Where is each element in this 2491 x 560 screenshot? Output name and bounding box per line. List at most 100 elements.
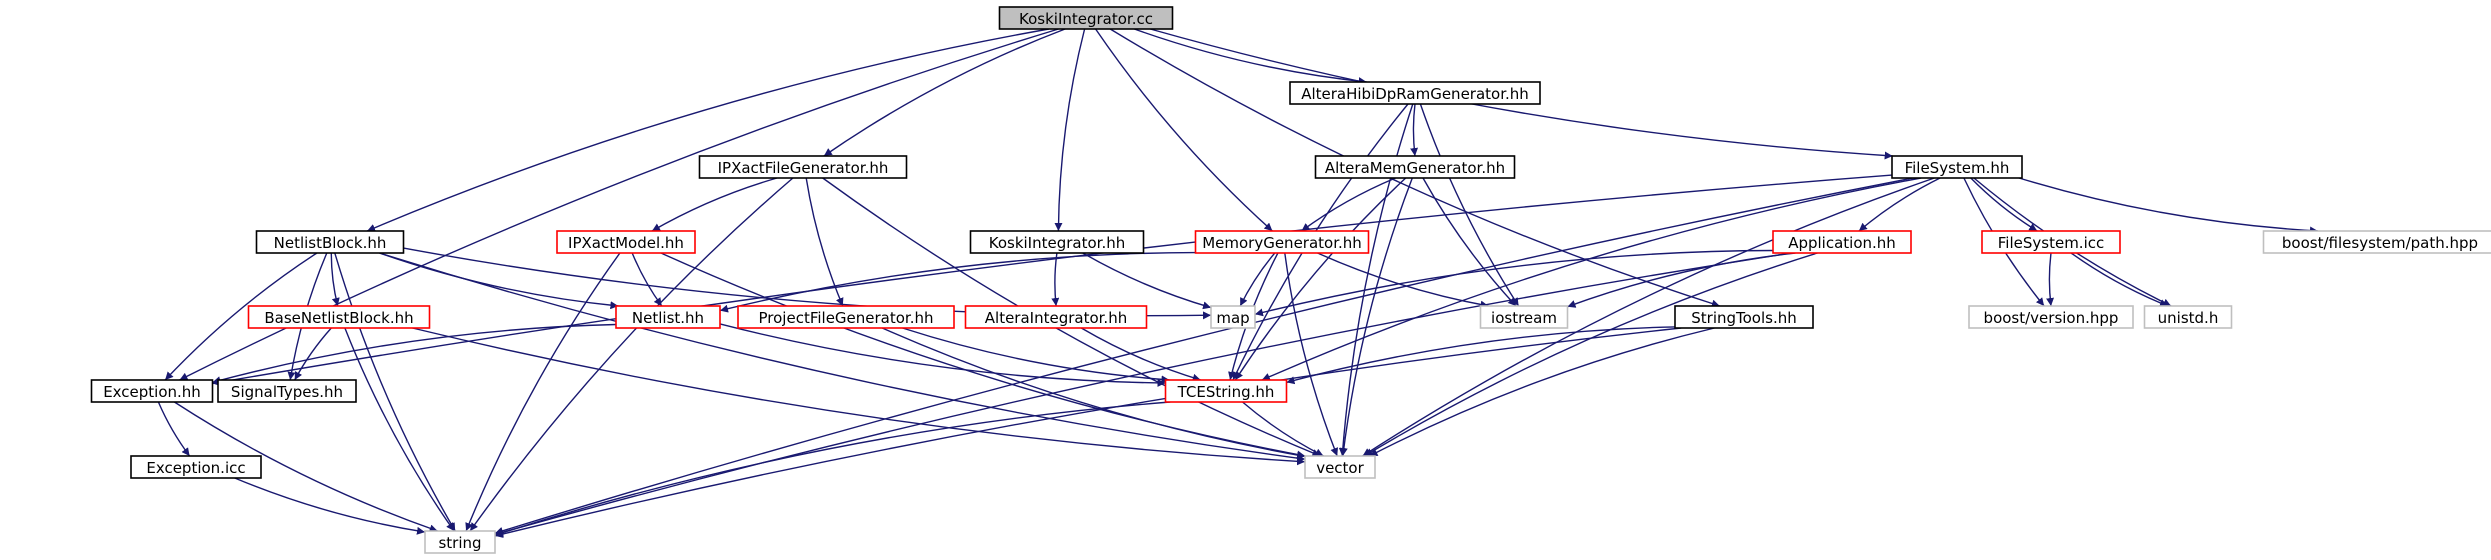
edge-altera_mem-to-vector: [1339, 177, 1413, 457]
node-box: [1479, 305, 1569, 329]
node-label: Exception.icc: [146, 459, 245, 477]
node-box: [2262, 230, 2491, 254]
edge-filesystem_hh-to-string: [494, 177, 1914, 535]
edge-filesystem_hh-to-tcestring: [1261, 177, 1922, 381]
edge-exception_icc-to-string: [234, 477, 426, 535]
node-boost-version[interactable]: boost/version.hpp: [1968, 305, 2134, 329]
edge-filesystem_hh-to-application: [1858, 177, 1941, 232]
node-label: unistd.h: [2158, 309, 2219, 327]
node-label: vector: [1316, 459, 1364, 477]
edge-tcestring-to-vector: [1242, 401, 1324, 457]
edge-koski_hh-to-map: [1082, 252, 1212, 310]
node-label: boost/filesystem/path.hpp: [2282, 234, 2478, 252]
node-box: [90, 379, 214, 403]
node-string[interactable]: string: [424, 530, 496, 554]
node-alteraint[interactable]: AlteraIntegrator.hh: [964, 305, 1148, 329]
node-label: AlteraMemGenerator.hh: [1325, 159, 1505, 177]
edge-application-to-string: [494, 252, 1792, 537]
node-exception-icc[interactable]: Exception.icc: [130, 455, 262, 479]
node-filesystem-icc[interactable]: FileSystem.icc: [1981, 230, 2121, 254]
edge-stringtools-to-vector: [1369, 327, 1715, 457]
node-label: Exception.hh: [103, 383, 201, 401]
node-koski-cc[interactable]: KoskiIntegrator.cc: [998, 6, 1174, 30]
edge-exception_hh-to-string: [174, 401, 438, 533]
edge-ipxact_file-to-string: [469, 177, 794, 532]
node-application[interactable]: Application.hh: [1772, 230, 1912, 254]
node-altera-hibi[interactable]: AlteraHibiDpRamGenerator.hh: [1289, 81, 1541, 105]
edge-filesystem_icc-to-boost_version: [2046, 252, 2055, 307]
node-box: [615, 305, 721, 329]
node-box: [1194, 230, 1370, 254]
node-label: Netlist.hh: [632, 309, 704, 327]
edge-koski_cc-to-ipxact_file: [823, 28, 1066, 157]
node-box: [2143, 305, 2233, 329]
node-altera-mem[interactable]: AlteraMemGenerator.hh: [1314, 155, 1516, 179]
node-basenetlist[interactable]: BaseNetlistBlock.hh: [247, 305, 431, 329]
node-label: KoskiIntegrator.cc: [1019, 10, 1153, 28]
edge-altera_hibi-to-vector: [1338, 103, 1414, 457]
node-exception-hh[interactable]: Exception.hh: [90, 379, 214, 403]
edge-netlist-to-exception_hh: [212, 323, 617, 385]
node-box: [255, 230, 405, 254]
edge-projectfile-to-tcestring: [902, 327, 1170, 384]
node-box: [969, 230, 1145, 254]
node-memgen[interactable]: MemoryGenerator.hh: [1194, 230, 1370, 254]
node-box: [424, 530, 496, 554]
node-stringtools[interactable]: StringTools.hh: [1674, 305, 1814, 329]
edge-ipxact_model-to-netlist: [631, 252, 663, 307]
edge-ipxact_model-to-string: [465, 252, 621, 532]
edge-stringtools-to-string: [494, 327, 1682, 538]
node-label: map: [1216, 309, 1249, 327]
node-box: [1891, 155, 2023, 179]
dependency-edges: [157, 28, 2319, 538]
edge-filesystem_icc-to-unistd: [2070, 252, 2169, 307]
edge-koski_hh-to-alteraint: [1051, 252, 1060, 307]
node-vector[interactable]: vector: [1304, 455, 1376, 479]
node-label: KoskiIntegrator.hh: [989, 234, 1126, 252]
node-koski-hh[interactable]: KoskiIntegrator.hh: [969, 230, 1145, 254]
edge-basenetlist-to-string: [344, 327, 455, 532]
edge-stringtools-to-tcestring: [1286, 326, 1676, 385]
node-tcestring[interactable]: TCEString.hh: [1164, 379, 1288, 403]
edge-ipxact_file-to-projectfile: [805, 177, 844, 307]
edge-netlistblock-to-netlist: [379, 252, 619, 310]
edge-koski_cc-to-memgen: [1095, 28, 1273, 232]
node-box: [1674, 305, 1814, 329]
node-map[interactable]: map: [1210, 305, 1256, 329]
edge-netlistblock-to-exception_hh: [164, 252, 318, 381]
node-ipxact-model[interactable]: IPXactModel.hh: [556, 230, 696, 254]
node-box: [130, 455, 262, 479]
node-box: [1304, 455, 1376, 479]
node-label: string: [438, 534, 481, 552]
node-box: [556, 230, 696, 254]
node-box: [217, 379, 357, 403]
node-signaltypes[interactable]: SignalTypes.hh: [217, 379, 357, 403]
node-box: [1210, 305, 1256, 329]
edge-basenetlist-to-signaltypes: [294, 327, 332, 381]
node-box: [698, 155, 908, 179]
edge-koski_cc-to-altera_hibi: [1134, 28, 1367, 86]
node-iostream[interactable]: iostream: [1479, 305, 1569, 329]
edge-application-to-map: [1254, 249, 1774, 317]
node-netlist[interactable]: Netlist.hh: [615, 305, 721, 329]
node-ipxact-file[interactable]: IPXactFileGenerator.hh: [698, 155, 908, 179]
node-unistd[interactable]: unistd.h: [2143, 305, 2233, 329]
node-box: [964, 305, 1148, 329]
edge-netlist-to-tcestring: [719, 323, 1166, 387]
node-label: boost/version.hpp: [1984, 309, 2119, 327]
edge-filesystem_hh-to-exception_hh: [212, 174, 1893, 387]
edge-tcestring-to-string: [494, 401, 1171, 537]
node-filesystem-hh[interactable]: FileSystem.hh: [1891, 155, 2023, 179]
edge-koski_cc-to-koski_hh: [1054, 28, 1086, 232]
node-box: [247, 305, 431, 329]
edge-filesystem_hh-to-boost_path: [2018, 177, 2319, 235]
node-netlistblock[interactable]: NetlistBlock.hh: [255, 230, 405, 254]
edge-koski_cc-to-stringtools: [1109, 28, 1721, 308]
node-box: [1772, 230, 1912, 254]
node-label: Application.hh: [1788, 234, 1896, 252]
node-boost-path[interactable]: boost/filesystem/path.hpp: [2262, 230, 2491, 254]
edge-altera_mem-to-iostream: [1422, 177, 1517, 307]
node-label: SignalTypes.hh: [231, 383, 343, 401]
edge-ipxact_model-to-vector: [660, 252, 1306, 459]
node-projectfile[interactable]: ProjectFileGenerator.hh: [737, 305, 955, 329]
